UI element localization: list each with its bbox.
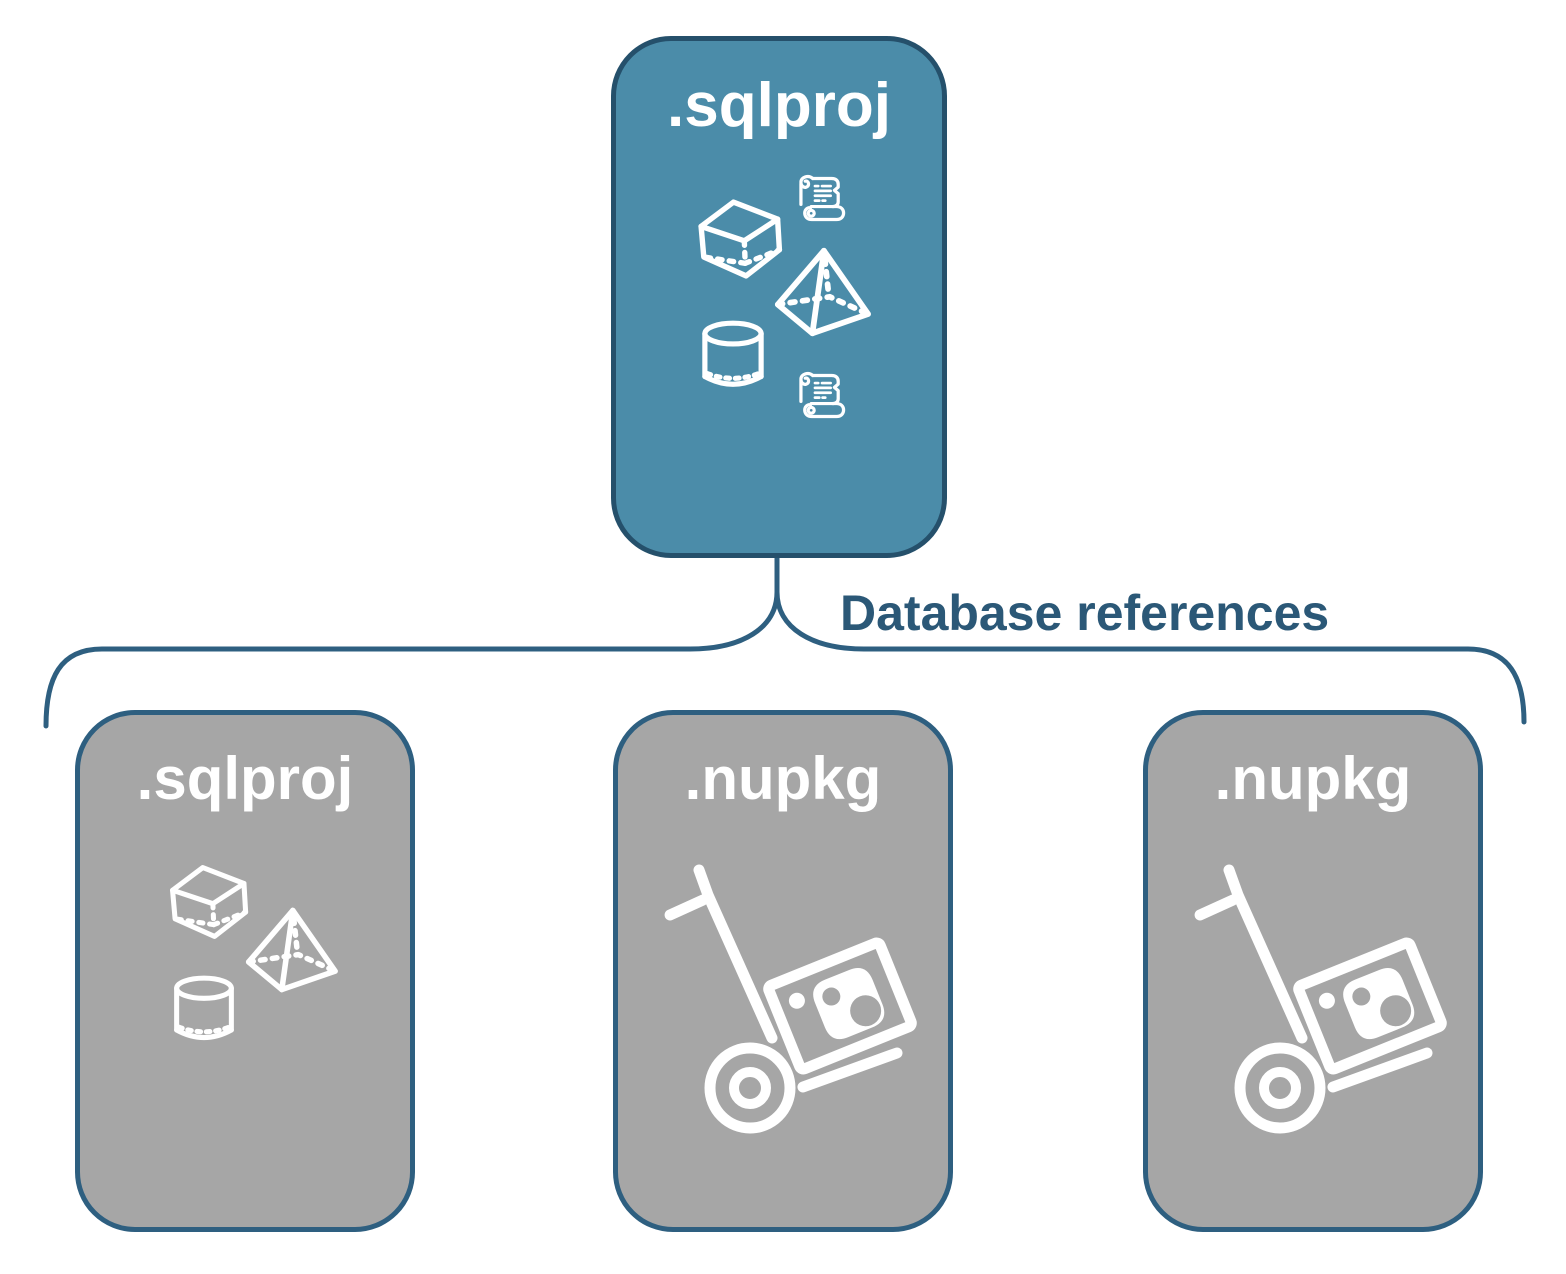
script-scroll-icon	[795, 172, 849, 226]
parent-card-title: .sqlproj	[667, 71, 891, 140]
child-card-title: .nupkg	[1214, 745, 1412, 812]
child-card-title: .sqlproj	[136, 745, 354, 812]
child-sqlproj-card: .sqlproj	[75, 710, 415, 1232]
database-cylinder-icon	[696, 314, 770, 402]
database-cylinder-icon	[168, 970, 240, 1054]
cube-icon	[163, 860, 251, 944]
child-nupkg-card: .nupkg	[1143, 710, 1483, 1232]
parent-sqlproj-card: .sqlproj	[611, 36, 947, 558]
database-references-brace	[43, 558, 1527, 729]
child-nupkg-card: .nupkg	[613, 710, 953, 1232]
connector-label: Database references	[840, 585, 1330, 641]
pyramid-icon	[770, 244, 874, 340]
pyramid-icon	[240, 904, 342, 996]
nuget-package-dolly-icon	[1190, 850, 1450, 1140]
nuget-package-dolly-icon	[660, 850, 920, 1140]
child-card-title: .nupkg	[684, 745, 882, 812]
script-scroll-icon	[795, 368, 849, 424]
